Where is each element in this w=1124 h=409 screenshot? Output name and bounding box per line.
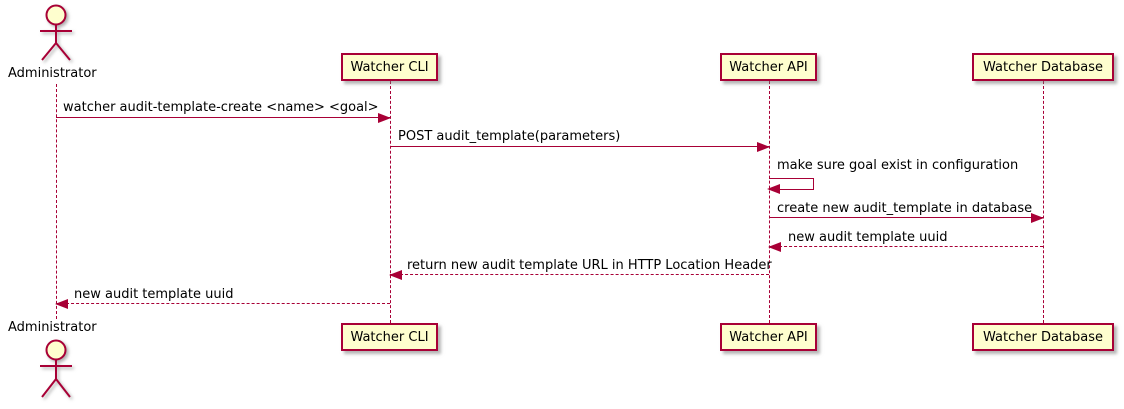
actor-icon-bottom bbox=[40, 339, 72, 398]
message-arrow-2 bbox=[390, 142, 770, 152]
message-label-3: make sure goal exist in configuration bbox=[777, 158, 1019, 173]
arrowhead-left-icon bbox=[768, 242, 781, 252]
message-arrow-4 bbox=[769, 213, 1044, 223]
arrowhead-right-icon bbox=[1031, 213, 1044, 223]
message-arrow-6 bbox=[389, 270, 769, 280]
arrowhead-right-icon bbox=[378, 113, 391, 123]
participant-watcher-cli-bottom: Watcher CLI bbox=[341, 323, 438, 351]
participant-label: Watcher API bbox=[729, 59, 808, 75]
participant-watcher-database-top: Watcher Database bbox=[972, 53, 1114, 81]
arrowhead-left-icon bbox=[55, 299, 68, 309]
lifeline-watcher-api bbox=[769, 81, 770, 323]
participant-label: Watcher CLI bbox=[350, 59, 429, 75]
participant-watcher-api-top: Watcher API bbox=[720, 53, 817, 81]
message-label-1: watcher audit-template-create <name> <go… bbox=[63, 100, 379, 115]
message-arrow-7 bbox=[55, 299, 390, 309]
message-label-6: return new audit template URL in HTTP Lo… bbox=[407, 258, 772, 273]
message-self-arrow-3 bbox=[767, 178, 814, 194]
message-arrow-1 bbox=[56, 113, 391, 123]
participant-label: Watcher Database bbox=[983, 59, 1103, 75]
participant-watcher-api-bottom: Watcher API bbox=[720, 323, 817, 351]
message-arrow-5 bbox=[768, 242, 1043, 252]
message-label-7: new audit template uuid bbox=[74, 287, 234, 302]
message-label-5: new audit template uuid bbox=[788, 230, 948, 245]
message-label-2: POST audit_template(parameters) bbox=[398, 129, 621, 144]
lifeline-watcher-cli bbox=[390, 81, 391, 323]
arrowhead-left-icon bbox=[767, 184, 780, 194]
lifeline-administrator bbox=[56, 84, 57, 319]
arrowhead-right-icon bbox=[757, 142, 770, 152]
participant-watcher-cli-top: Watcher CLI bbox=[341, 53, 438, 81]
participant-label: Watcher CLI bbox=[350, 329, 429, 345]
participant-label: Watcher Database bbox=[983, 329, 1103, 345]
message-label-4: create new audit_template in database bbox=[777, 201, 1033, 216]
actor-label-top: Administrator bbox=[8, 66, 97, 81]
actor-label-bottom: Administrator bbox=[8, 320, 97, 335]
arrowhead-left-icon bbox=[389, 270, 402, 280]
participant-watcher-database-bottom: Watcher Database bbox=[972, 323, 1114, 351]
actor-icon-top bbox=[40, 4, 72, 61]
lifeline-watcher-database bbox=[1043, 81, 1044, 323]
participant-label: Watcher API bbox=[729, 329, 808, 345]
